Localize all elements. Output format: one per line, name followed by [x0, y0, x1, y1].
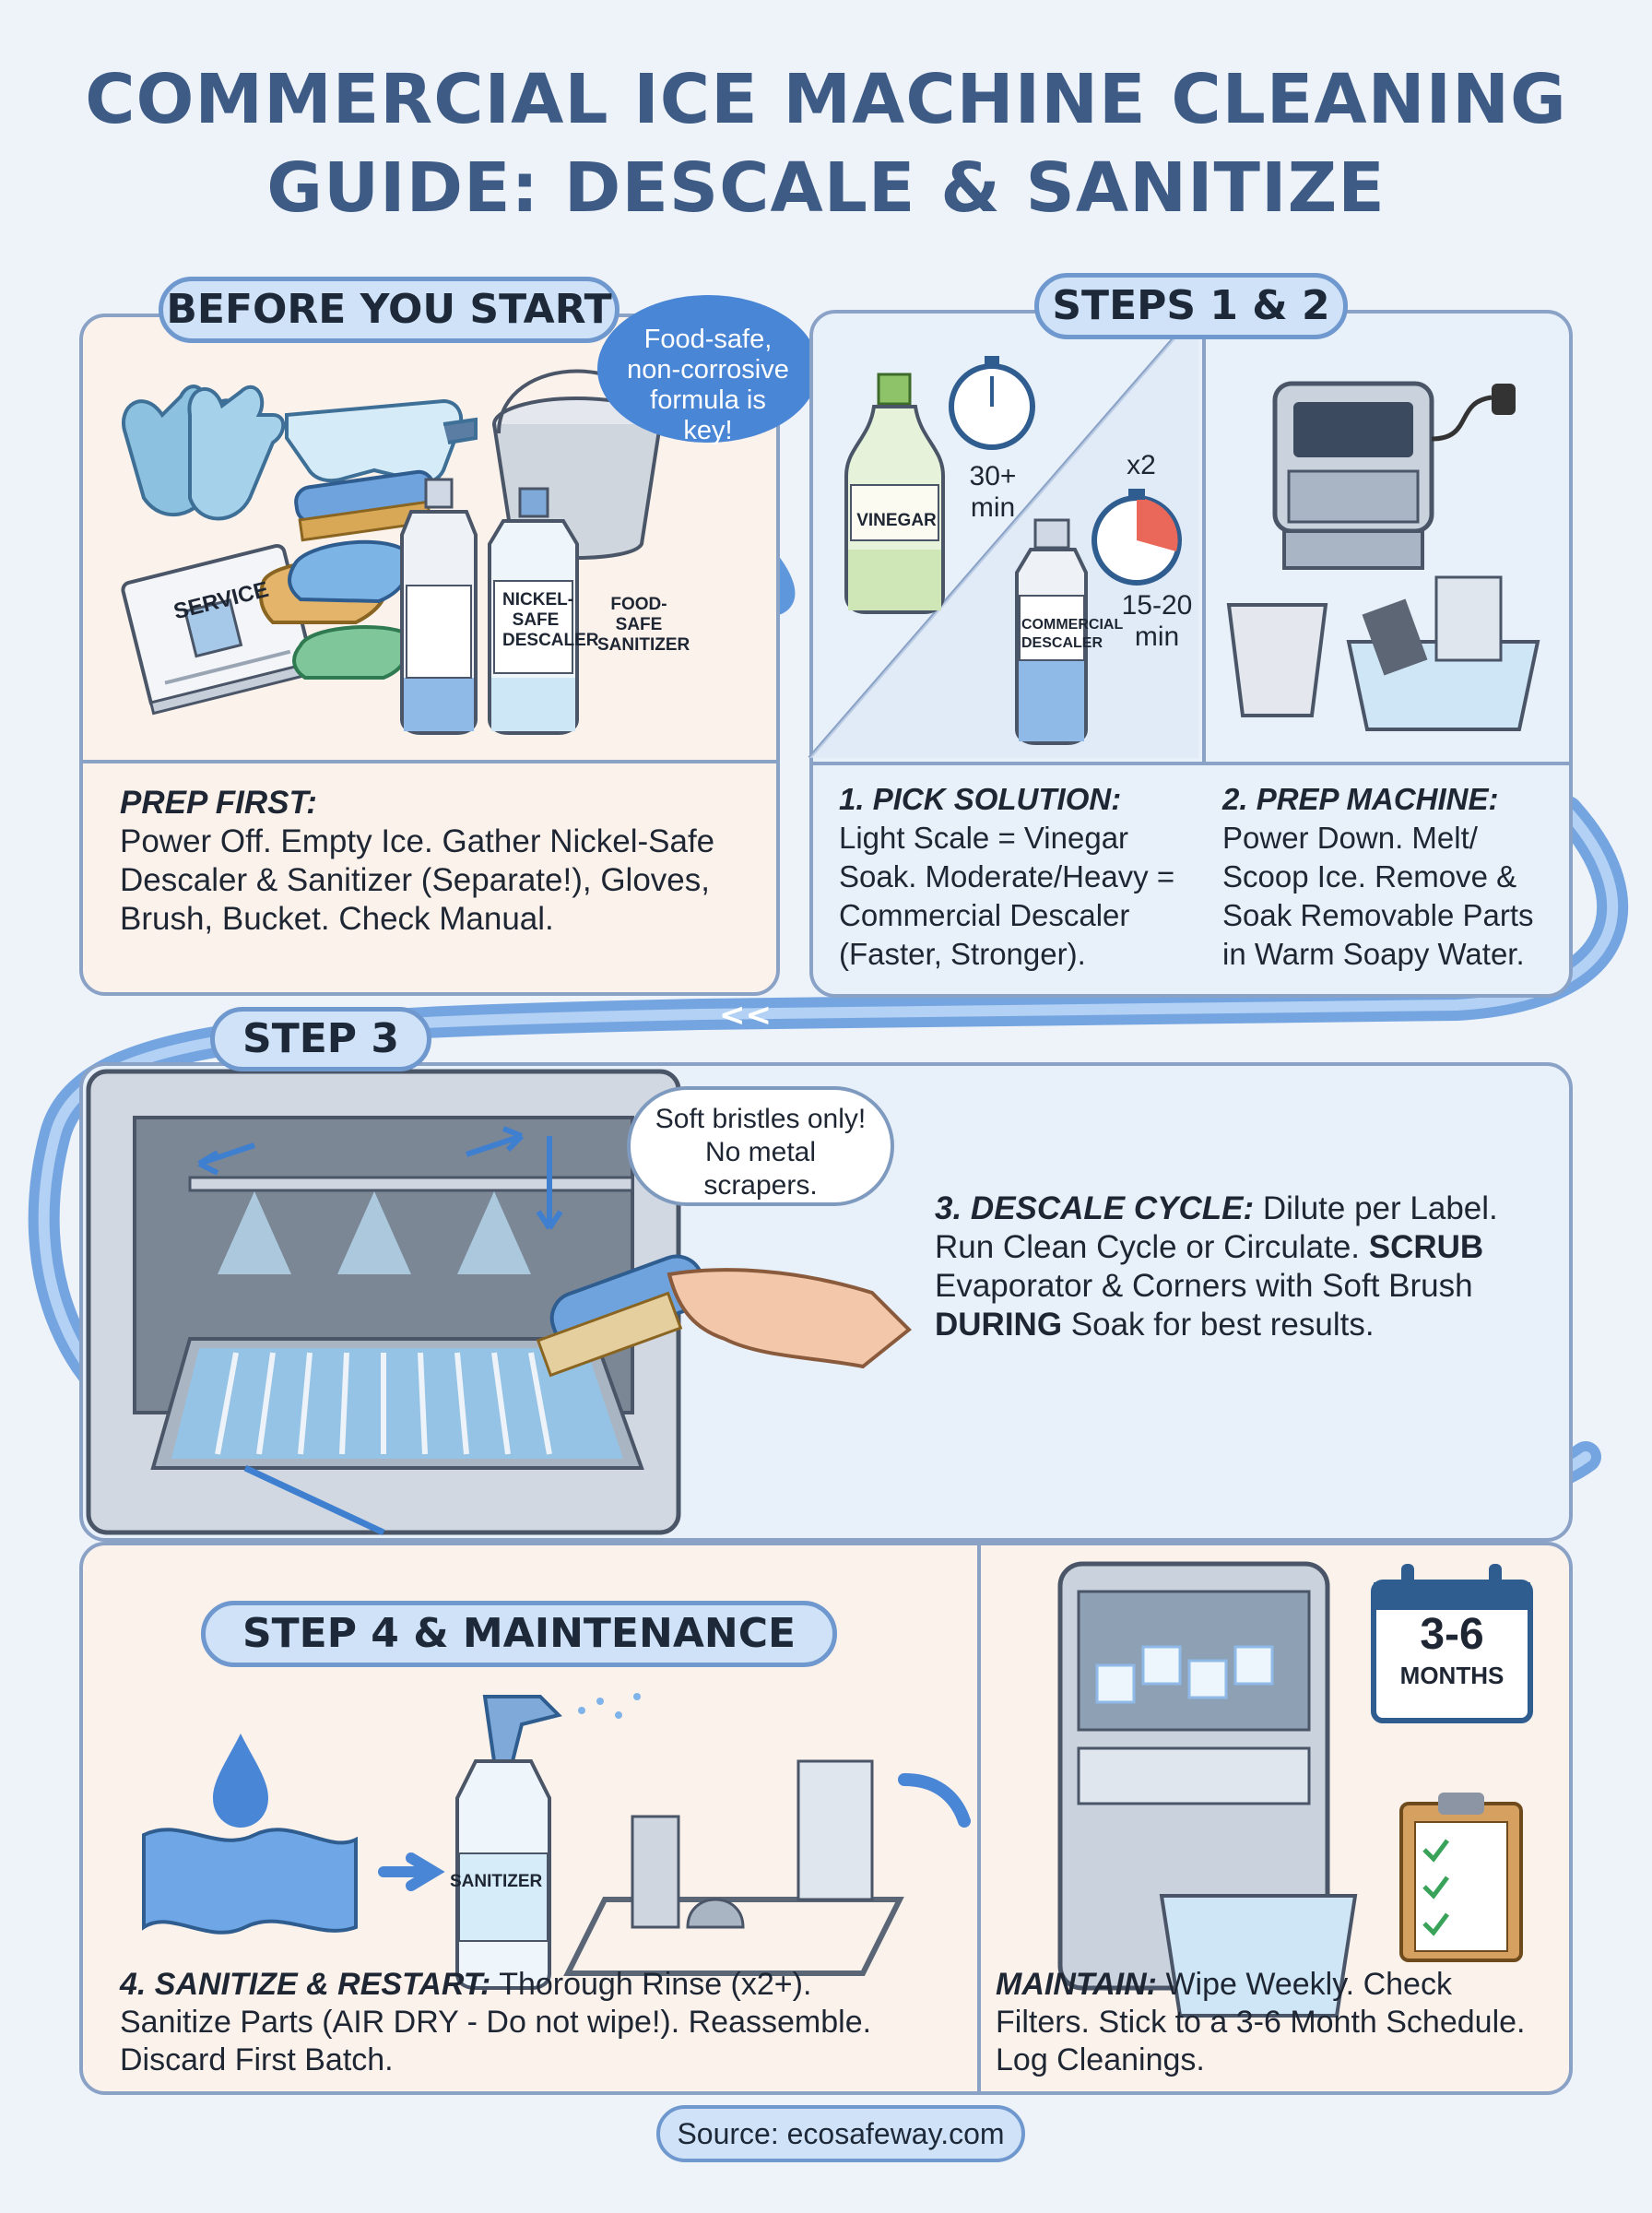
- panel-divider-v2: [977, 1545, 981, 2091]
- maintain-lead: MAINTAIN:: [996, 1967, 1157, 2002]
- step-4-text: 4. SANITIZE & RESTART: Thorough Rinse (x…: [120, 1966, 931, 2079]
- step-4-lead: 4. SANITIZE & RESTART:: [120, 1967, 491, 2002]
- page-title: COMMERCIAL ICE MACHINE CLEANING GUIDE: D…: [0, 55, 1652, 232]
- step-4-body: Thorough Rinse (x2+). Sanitize Parts (AI…: [120, 1967, 872, 2077]
- water-icon: [142, 1734, 358, 1935]
- panel-divider-h: [813, 762, 1569, 765]
- step-3-body-3: Soak for best results.: [1062, 1307, 1375, 1343]
- maintain-text: MAINTAIN: Wipe Weekly. Check Filters. St…: [996, 1966, 1549, 2079]
- drying-rack-icon: [563, 1759, 904, 1976]
- sanitizer-bottle-icon: [488, 487, 579, 735]
- calendar-icon: [1371, 1564, 1533, 1723]
- svg-text:<<: <<: [719, 997, 772, 1034]
- soft-bristles-cloud: Soft bristles only! No metal scrapers.: [627, 1086, 894, 1206]
- title-line-2: GUIDE: DESCALE & SANITIZE: [266, 148, 1386, 228]
- step-3-lead: 3. DESCALE CYCLE:: [935, 1190, 1255, 1226]
- timer-icon: [949, 356, 1035, 450]
- step-1-body: Light Scale = Vinegar Soak. Moderate/Hea…: [839, 821, 1175, 971]
- ice-machine-icon: [1272, 381, 1516, 570]
- prep-first-body: Power Off. Empty Ice. Gather Nickel-Safe…: [120, 823, 715, 937]
- ice-bin-icon: [1226, 603, 1328, 717]
- step-3-strong-1: SCRUB: [1368, 1229, 1484, 1265]
- ice-maker-icon: [1057, 1561, 1358, 2018]
- maintain-body: Wipe Weekly. Check Filters. Stick to a 3…: [996, 1967, 1526, 2077]
- soaking-tub-icon: [1346, 575, 1540, 731]
- step-3-body-1: Dilute per Label. Run Clean Cycle or Cir…: [935, 1190, 1498, 1265]
- heading-before-you-start: BEFORE YOU START: [159, 277, 620, 343]
- calendar-unit: MONTHS: [1399, 1662, 1504, 1689]
- food-safe-bubble: Food-safe, non-corrosive formula is key!: [597, 295, 819, 445]
- descaler-bottle-icon: [400, 478, 478, 735]
- step-3-body-2: Evaporator & Corners with Soft Brush: [935, 1268, 1473, 1304]
- vinegar-bottle-icon: [844, 373, 945, 614]
- spray-bottle-icon: [455, 1693, 641, 1990]
- step-2-lead: 2. PREP MACHINE:: [1222, 782, 1499, 816]
- title-line-1: COMMERCIAL ICE MACHINE CLEANING: [85, 60, 1567, 139]
- time-15-20-label: 15-20 min: [1121, 590, 1193, 652]
- vinegar-label: VINEGAR: [856, 511, 937, 530]
- step-1-lead: 1. PICK SOLUTION:: [839, 782, 1122, 816]
- gloves-icon: [122, 385, 286, 521]
- sanitizer-bottle-label: FOOD-SAFE SANITIZER: [597, 595, 690, 655]
- calendar-number: 3-6: [1420, 1610, 1484, 1659]
- hand-icon: [667, 1268, 912, 1369]
- steps-1-2-illustration: [808, 308, 1540, 760]
- source-badge: Source: ecosafeway.com: [656, 2105, 1025, 2162]
- prep-first-text: PREP FIRST: Power Off. Empty Ice. Gather…: [120, 784, 756, 939]
- time-30-label: 30+ min: [969, 461, 1017, 523]
- heading-step-3: STEP 3: [210, 1007, 431, 1071]
- commercial-descaler-bottle-icon: [1015, 518, 1088, 745]
- heading-step-4: STEP 4 & MAINTENANCE: [201, 1601, 837, 1667]
- sanitizer-spray-label: SANITIZER: [450, 1872, 543, 1891]
- goggles-icon: [285, 398, 478, 484]
- step-2-body: Power Down. Melt/ Scoop Ice. Remove & So…: [1222, 821, 1534, 971]
- step-3-strong-2: DURING: [935, 1307, 1063, 1343]
- panel-divider-v: [1202, 314, 1206, 762]
- sanitize-illustration: [142, 1693, 971, 1990]
- clipboard-icon: [1399, 1793, 1523, 1962]
- prep-first-lead: PREP FIRST:: [120, 785, 317, 821]
- heading-steps-1-2: STEPS 1 & 2: [1034, 273, 1348, 339]
- commercial-descaler-label: COMMERCIAL DESCALER: [1021, 617, 1124, 651]
- step-1-text: 1. PICK SOLUTION: Light Scale = Vinegar …: [839, 780, 1203, 974]
- step-2-text: 2. PREP MACHINE: Power Down. Melt/ Scoop…: [1222, 780, 1564, 974]
- multiplier-label: x2: [1127, 450, 1156, 480]
- descaler-bottle-label: NICKEL-SAFE DESCALER: [502, 590, 599, 650]
- descale-illustration: [86, 1069, 912, 1536]
- step-3-text: 3. DESCALE CYCLE: Dilute per Label. Run …: [935, 1189, 1543, 1344]
- supplies-illustration: [121, 369, 662, 735]
- stopwatch-icon: [1092, 489, 1182, 586]
- panel-divider: [83, 760, 776, 763]
- maintenance-illustration: [1057, 1561, 1533, 2018]
